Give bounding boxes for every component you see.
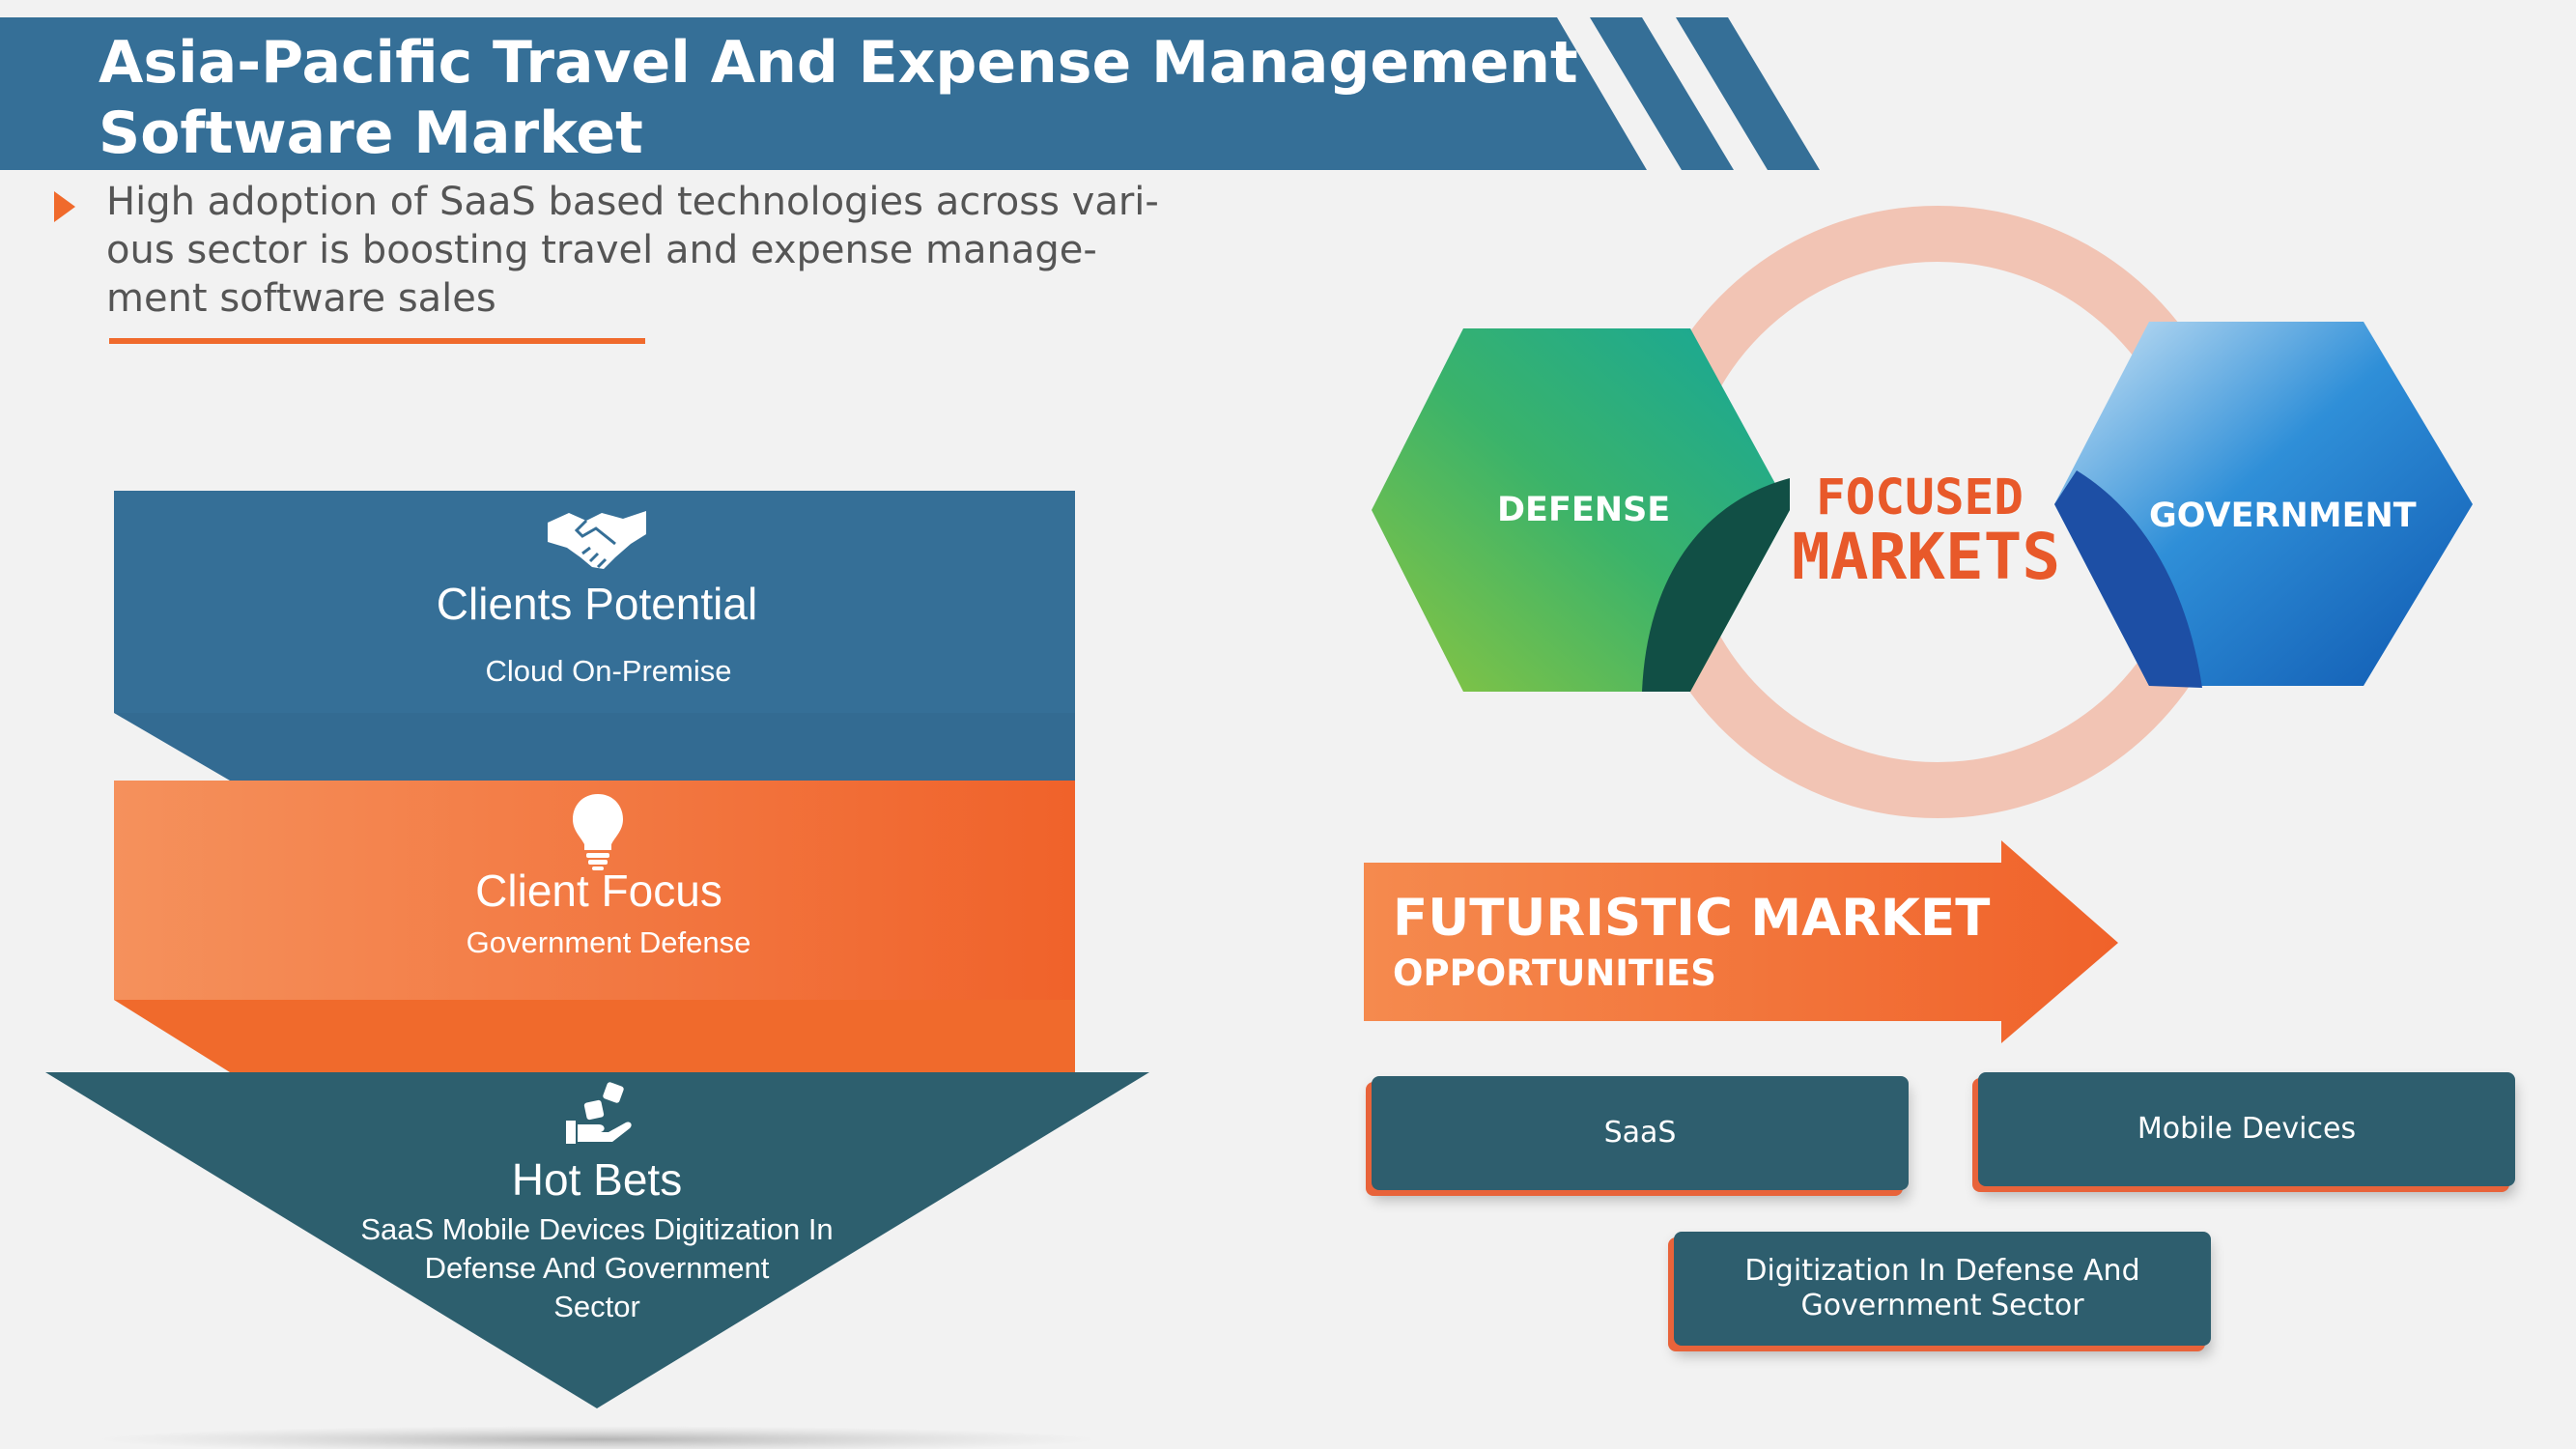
defense-label: DEFENSE (1497, 491, 1671, 529)
funnel-level3 (45, 1072, 1149, 1408)
funnel-level2-detail: Government Defense (466, 925, 751, 959)
opportunity-mobile-devices: Mobile Devices (1978, 1072, 2515, 1186)
header-stripe-1 (1590, 17, 1734, 170)
funnel-level1-fold (114, 713, 1075, 781)
funnel-level3-title: Hot Bets (511, 1154, 683, 1205)
funnel-level3-detail-line2: Defense And Government (424, 1251, 770, 1285)
lightbulb-icon (573, 794, 623, 870)
funnel-shadow (95, 1426, 1099, 1449)
opportunity-saas-label: SaaS (1603, 1116, 1677, 1150)
page-title-line1: Asia-Pacific Travel And Expense Manageme… (99, 29, 1578, 97)
futuristic-title: FUTURISTIC MARKET (1393, 889, 1991, 948)
opportunity-mobile-devices-label: Mobile Devices (2137, 1112, 2357, 1146)
opportunity-digitization-line2: Government Sector (1800, 1289, 2084, 1322)
opportunity-digitization-line1: Digitization In Defense And (1744, 1254, 2140, 1288)
funnel-level3-detail-line1: SaaS Mobile Devices Digitization In (360, 1212, 834, 1246)
defense-hexagon-shade (1642, 478, 1790, 692)
government-hexagon-shade (2054, 470, 2202, 688)
bullet-arrow-icon (54, 191, 75, 222)
funnel-level3-detail-line3: Sector (553, 1290, 640, 1323)
funnel-level1-title: Clients Potential (436, 579, 758, 629)
futuristic-arrow (1364, 840, 2118, 1043)
intro-text-line3: ment software sales (106, 276, 496, 321)
funnel-level1-detail: Cloud On-Premise (485, 654, 732, 688)
opportunity-digitization: Digitization In Defense And Government S… (1674, 1232, 2211, 1346)
funnel-level2-fold (114, 1000, 1075, 1072)
hand-dice-icon (566, 1082, 632, 1144)
funnel-level2-title: Client Focus (475, 866, 722, 916)
intro-text-line2: ous sector is boosting travel and expens… (106, 228, 1097, 272)
header-stripe-2 (1676, 17, 1820, 170)
focused-label: FOCUSED (1816, 469, 2024, 526)
government-label: GOVERNMENT (2149, 497, 2417, 535)
header-banner (0, 17, 1647, 170)
futuristic-subtitle: OPPORTUNITIES (1393, 952, 1716, 994)
page-title-line2: Software Market (99, 99, 643, 167)
intro-underline (109, 338, 645, 344)
intro-text-line1: High adoption of SaaS based technologies… (106, 180, 1159, 224)
opportunity-saas: SaaS (1372, 1076, 1909, 1190)
handshake-icon (548, 511, 646, 569)
markets-label: MARKETS (1792, 520, 2061, 594)
